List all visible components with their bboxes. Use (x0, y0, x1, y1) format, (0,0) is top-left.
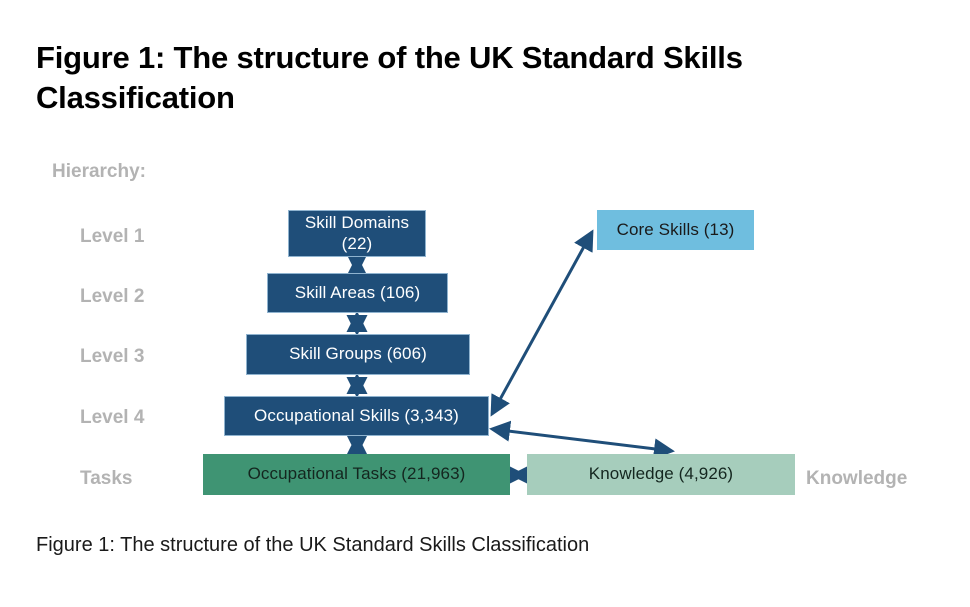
figure-caption: Figure 1: The structure of the UK Standa… (36, 534, 590, 556)
node-skill-domains: Skill Domains (22) (288, 210, 426, 257)
node-occupational-tasks: Occupational Tasks (21,963) (203, 454, 510, 495)
diagram-connectors (346, 229, 675, 486)
node-core-skills: Core Skills (13) (597, 210, 754, 250)
page-title: Figure 1: The structure of the UK Standa… (36, 40, 743, 116)
axis-label-knowledge: Knowledge (806, 468, 908, 489)
classification-diagram: Hierarchy: Level 1 Level 2 Level 3 Level… (0, 148, 970, 520)
axis-label-tasks: Tasks (80, 468, 133, 489)
node-occupational-skills: Occupational Skills (3,343) (224, 396, 489, 436)
axis-label-level-4: Level 4 (80, 407, 145, 428)
axis-label-level-1: Level 1 (80, 226, 145, 247)
axis-label-level-3: Level 3 (80, 346, 145, 367)
connector-occskills-coreskills (490, 229, 594, 417)
node-skill-areas: Skill Areas (106) (267, 273, 448, 313)
axis-label-level-2: Level 2 (80, 286, 145, 307)
axis-label-hierarchy: Hierarchy: (52, 161, 146, 182)
connector-occskills-knowledge (489, 420, 675, 460)
node-knowledge: Knowledge (4,926) (527, 454, 795, 495)
node-skill-groups: Skill Groups (606) (246, 334, 470, 375)
